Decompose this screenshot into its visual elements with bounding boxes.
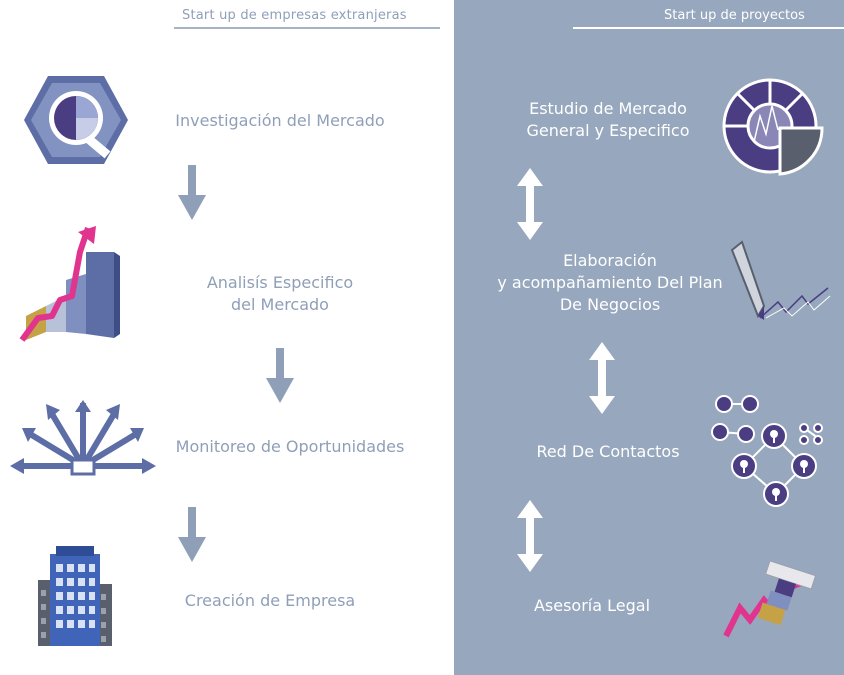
right-step-3-label: Red De Contactos <box>536 442 680 461</box>
right-step-2-line1: Elaboración <box>563 251 657 270</box>
left-header-rule <box>174 27 440 29</box>
left-step-2-line2: del Mercado <box>231 295 329 314</box>
buildings-icon <box>38 546 112 646</box>
right-step-3: Red De Contactos <box>478 441 738 463</box>
donut-chart-icon <box>722 78 824 176</box>
left-step-1-label: Investigación del Mercado <box>175 111 385 130</box>
left-step-4-label: Creación de Empresa <box>184 591 356 610</box>
pen-icon <box>730 240 831 320</box>
right-step-4: Asesoría Legal <box>462 595 722 617</box>
down-arrow-icon <box>178 165 206 220</box>
down-arrow-icon <box>178 507 206 562</box>
right-step-2: Elaboración y acompañamiento Del Plan De… <box>470 250 750 316</box>
right-step-4-label: Asesoría Legal <box>533 596 651 615</box>
right-step-1: Estudio de Mercado General y Especifico <box>478 98 738 142</box>
left-step-1: Investigación del Mercado <box>150 110 410 132</box>
double-arrow-icon <box>517 168 543 240</box>
double-arrow-icon <box>517 500 543 572</box>
left-step-3: Monitoreo de Oportunidades <box>150 436 430 458</box>
left-step-4: Creación de Empresa <box>140 590 400 612</box>
right-step-2-line3: De Negocios <box>559 295 661 314</box>
right-step-1-line1: Estudio de Mercado <box>529 99 687 118</box>
magnifier-pie-icon <box>24 76 128 164</box>
left-step-2: Analisís Especifico del Mercado <box>150 272 410 316</box>
left-step-2-line1: Analisís Especifico <box>206 273 354 292</box>
down-arrow-icon <box>266 348 294 403</box>
left-section-header: Start up de empresas extranjeras <box>182 8 407 23</box>
stamp-icon <box>723 560 817 638</box>
left-step-3-label: Monitoreo de Oportunidades <box>175 437 405 456</box>
network-icon <box>711 395 823 507</box>
right-step-2-line2: y acompañamiento Del Plan <box>497 273 723 292</box>
double-arrow-icon <box>589 342 615 414</box>
right-section-header: Start up de proyectos <box>664 8 805 23</box>
bar-chart-growth-icon <box>19 226 120 342</box>
right-step-1-line2: General y Especifico <box>526 121 690 140</box>
radiating-arrows-icon <box>10 400 156 476</box>
right-header-rule <box>573 27 844 29</box>
